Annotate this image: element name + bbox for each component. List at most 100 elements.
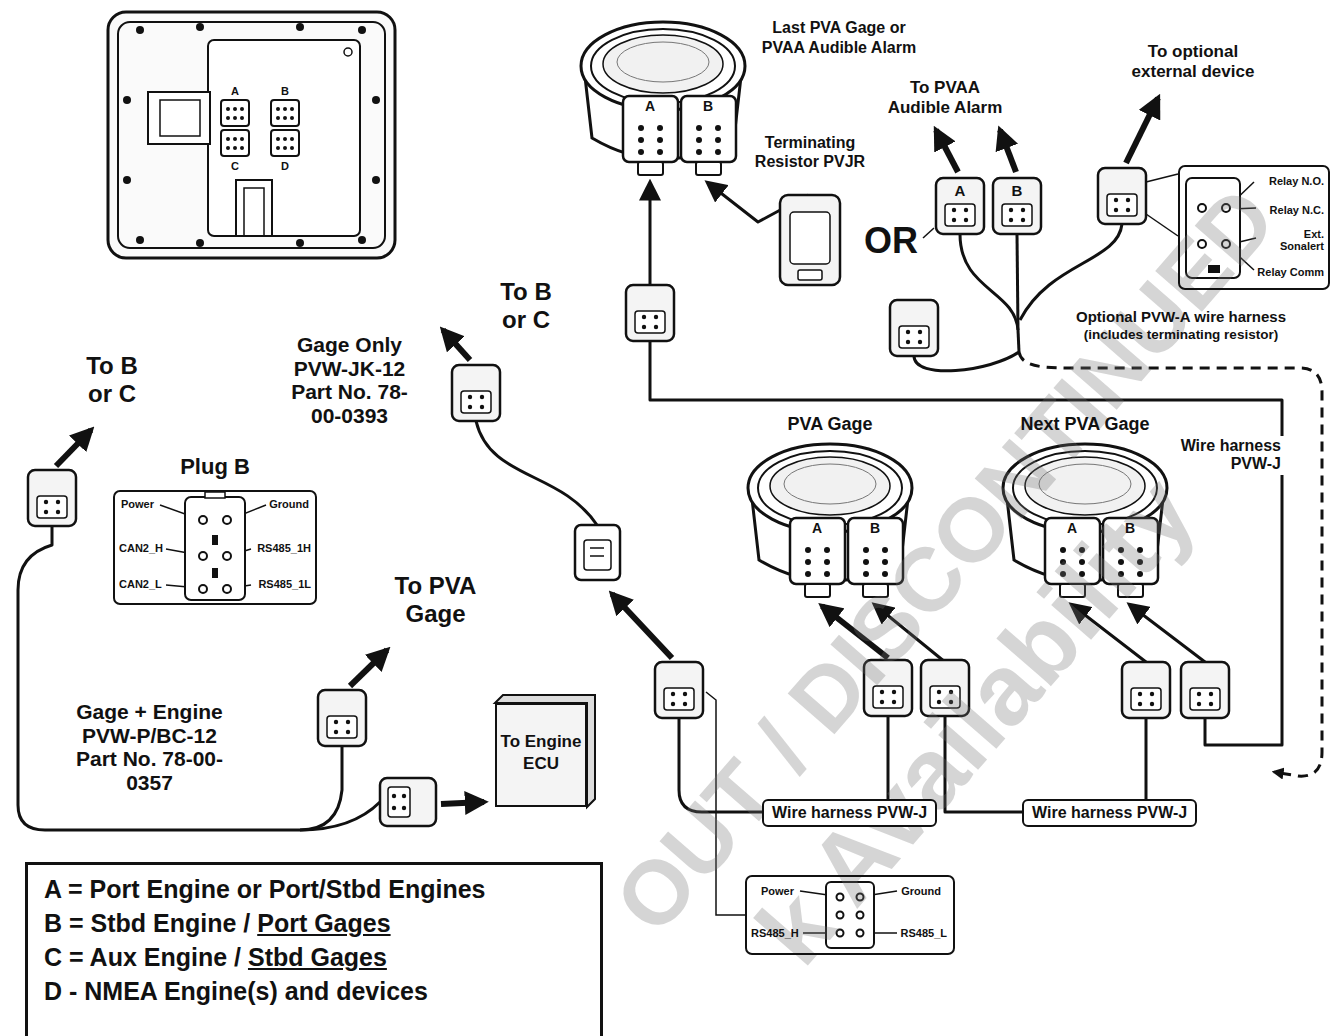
display-unit-drawing [240,107,244,111]
destination-note: To PVA Gage [368,572,503,627]
display-unit-drawing [276,107,280,111]
terminating-resistor: Terminating Resistor PVJR [780,195,840,285]
pin-connector-drawing [212,568,218,578]
display-unit-drawing [136,26,144,34]
display-unit-drawing [290,146,294,150]
pin-connector-drawing [199,516,207,524]
pin-connector-drawing [185,497,245,600]
port-letter: A [220,85,250,98]
part-number: Gage + Engine PVW-P/BC-12 Part No. 78-00… [62,700,237,794]
adapter-drawing [575,525,620,580]
cable [1018,330,1019,352]
harness-label: Wire harness PVW-J [762,799,937,827]
display-unit-drawing [108,12,395,258]
relay-pinout: Relay N.O.Relay N.C.Ext. SonalertRelay C… [1178,165,1330,290]
leader-line [923,228,934,238]
cable [300,802,380,830]
display-unit-drawing [208,40,360,236]
plug-arrow [56,430,91,466]
plug-pinout: Plug BPowerGroundCAN2_HRS485_1HCAN2_LRS4… [113,490,317,605]
key-entry: A = Port Engine or Port/Stbd Engines [44,875,485,904]
pin-name: RS485_1H [257,542,311,555]
plug-arrow [441,802,484,804]
display-unit-drawing [344,48,352,56]
plug-arrow [443,330,470,360]
display-unit-drawing [372,96,380,104]
destination-note: To PVAA Audible Alarm [880,78,1010,117]
pin-name: CAN2_L [119,578,162,591]
port-letter: B [1120,520,1140,536]
cable [476,421,597,525]
destination-note: To optional external device [1124,42,1262,81]
harness-pinout: PowerGroundRS485_HRS485_L [745,875,955,955]
display-unit-drawing [226,107,294,150]
plug-drawing [380,778,436,826]
pin-name: Relay Comm [1257,266,1324,279]
display-unit-drawing [283,107,287,111]
cable [1017,234,1018,330]
gage: Next PVA GageAB [1000,440,1170,600]
plug-arrow [936,130,958,172]
display-unit-drawing [358,26,366,34]
cable [960,234,1018,330]
plug-letter: A [936,182,984,199]
plug-arrow [1126,98,1158,163]
adapter-drawing [584,540,611,570]
gage: PVA GageAB [745,440,915,600]
display-unit-drawing [226,107,230,111]
pin-name: Ground [901,885,941,898]
plug-drawing [1181,662,1229,718]
pin-connector-drawing [223,585,231,593]
harness-plug: A [936,178,984,234]
display-unit-drawing [290,107,294,111]
plug-arrow [612,594,672,658]
key-text-part: C = Aux Engine / [44,943,248,971]
key-box: A = Port Engine or Port/Stbd Engines B = … [25,862,603,1036]
pin-name: RS485_L [901,927,947,940]
key-text-part: Stbd Gages [248,943,387,971]
harness-name: Optional PVW-A wire harness [1076,308,1286,325]
port-letter: C [220,160,250,173]
pin-connector-drawing [199,585,207,593]
pin-connector-drawing [199,552,207,560]
display-unit-drawing [226,116,230,120]
display-unit-drawing [196,239,204,247]
resistor-drawing [780,195,840,285]
resistor-drawing [798,270,822,280]
ecu-box-drawing [495,695,595,807]
plug-drawing [936,178,984,234]
port-letter: D [270,160,300,173]
pin-name: CAN2_H [119,542,163,555]
key-text-part: B = Stbd Engine / [44,909,257,937]
port-letter: B [270,85,300,98]
display-unit: A B C D [108,12,395,258]
pin-name: Ext. Sonalert [1268,228,1324,252]
display-unit-drawing [283,146,287,150]
plug-drawing [28,470,76,526]
key-entry: C = Aux Engine / Stbd Gages [44,943,387,972]
display-unit-drawing [233,107,237,111]
harness-plug: B [993,178,1041,234]
display-unit-drawing [233,116,237,120]
pin-name: Relay N.C. [1270,204,1324,217]
port-letter: B [698,98,718,114]
plug-drawing [318,690,366,746]
pin-connector-drawing [223,516,231,524]
pin-name: RS485_1L [258,578,311,591]
display-unit-drawing [276,146,280,150]
port-letter: A [1062,520,1082,536]
plug-drawing [993,178,1041,234]
display-unit-drawing [233,146,237,150]
display-unit-drawing [221,100,249,126]
display-unit-drawing [236,180,272,236]
display-unit-drawing [271,100,299,126]
display-unit-drawing [290,137,294,141]
display-unit-drawing [240,116,244,120]
display-unit-drawing [160,100,200,136]
plug-drawing [1098,168,1146,224]
display-unit-drawing [240,137,244,141]
ecu-label: To Engine ECU [497,731,585,775]
destination-note: To B or C [486,278,566,333]
display-unit-drawing [296,239,304,247]
